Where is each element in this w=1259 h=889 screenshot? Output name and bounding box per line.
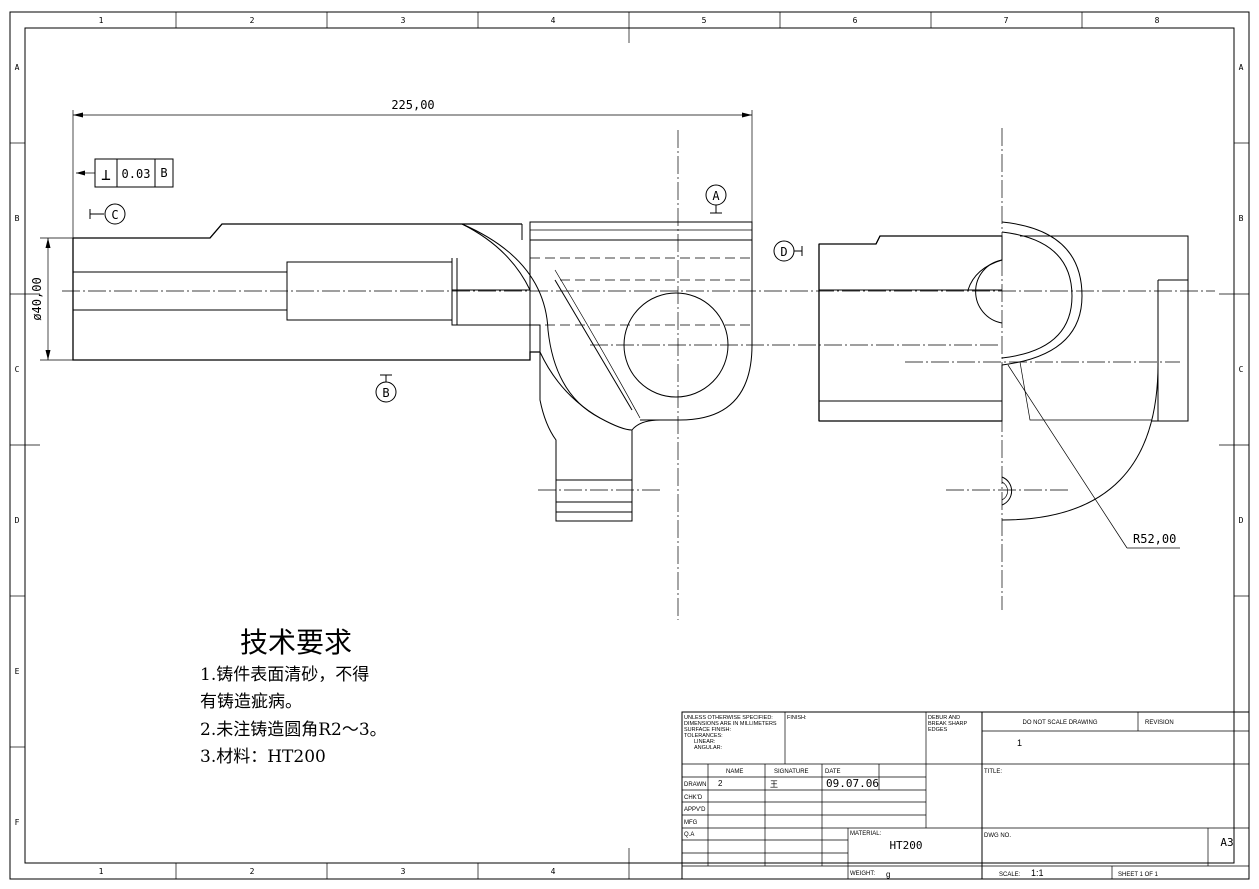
- datum-a-label: A: [712, 189, 720, 203]
- unless-line-3: SURFACE FINISH:: [684, 727, 732, 733]
- zone-col-4: 4: [551, 16, 556, 25]
- col-date: DATE: [825, 769, 841, 775]
- row-chkd: CHK'D: [684, 795, 703, 801]
- sheet-label: SHEET 1 OF 1: [1118, 872, 1159, 878]
- zone-row-a: A: [15, 63, 20, 72]
- finish-label: FINISH:: [787, 715, 807, 721]
- dimension-diameter: ø40,00: [30, 237, 73, 361]
- zone-col-3: 3: [401, 16, 406, 25]
- unless-line-5: LINEAR:: [694, 739, 716, 745]
- tech-req-line-1: 1.铸件表面清砂，不得: [200, 665, 369, 685]
- datum-c-label: C: [111, 208, 118, 222]
- zone-row-c: C: [15, 365, 20, 374]
- datum-b-label: B: [382, 386, 389, 400]
- sheet-border: [9, 11, 1250, 880]
- tech-req-line-2: 有铸造疵病。: [200, 692, 302, 712]
- drawn-signature: 王: [770, 780, 778, 789]
- sheet-size: A3: [1220, 836, 1233, 849]
- zone-row-b: B: [15, 214, 20, 223]
- datum-d-label: D: [780, 245, 787, 259]
- zone-labels-top: 1 2 3 4 5 6 7 8: [99, 16, 1160, 25]
- material-label: MATERIAL:: [850, 831, 882, 837]
- zone-row-d: D: [15, 516, 20, 525]
- perpendicularity-frame: ⊥ 0.03 B: [76, 158, 174, 188]
- zone-row-e: E: [15, 667, 20, 676]
- revision-value: 1: [1017, 738, 1022, 748]
- row-mfg: MFG: [684, 820, 698, 826]
- tolerance-datum: B: [160, 166, 167, 180]
- dim-r52: R52,00: [1133, 532, 1176, 546]
- dimension-overall-length: 225,00: [72, 98, 753, 238]
- zone-row-right-c: C: [1239, 365, 1244, 374]
- zone-col-bottom-4: 4: [551, 867, 556, 876]
- scale-value: 1:1: [1031, 868, 1044, 878]
- unless-line-4: TOLERANCES:: [684, 733, 723, 739]
- zone-col-5: 5: [702, 16, 707, 25]
- row-drawn: DRAWN: [684, 782, 706, 788]
- datum-d: D: [773, 240, 803, 262]
- drawn-name: 2: [718, 779, 723, 788]
- zone-labels-right: A B C D: [1239, 63, 1244, 525]
- zone-row-right-a: A: [1239, 63, 1244, 72]
- zone-row-right-b: B: [1239, 214, 1244, 223]
- unless-line-2: DIMENSIONS ARE IN MILLIMETERS: [684, 721, 777, 727]
- zone-labels-bottom: 1 2 3 4: [99, 867, 556, 876]
- col-signature: SIGNATURE: [774, 769, 809, 775]
- weight-label: WEIGHT:: [850, 871, 875, 877]
- weight-value: g: [886, 870, 890, 879]
- deburr-line-3: EDGES: [928, 727, 948, 733]
- unless-line-1: UNLESS OTHERWISE SPECIFIED:: [684, 715, 773, 721]
- deburr-line-2: BREAK SHARP: [928, 721, 967, 727]
- title-label: TITLE:: [984, 769, 1002, 775]
- zone-row-f: F: [15, 818, 20, 827]
- tech-req-line-3: 2.未注铸造圆角R2～3。: [200, 720, 387, 740]
- row-qa: Q.A: [684, 832, 694, 838]
- zone-col-bottom-3: 3: [401, 867, 406, 876]
- material-value: HT200: [889, 839, 922, 852]
- side-view: [818, 128, 1189, 610]
- tech-req-line-4: 3.材料：HT200: [200, 747, 326, 767]
- zone-col-7: 7: [1004, 16, 1009, 25]
- zone-col-8: 8: [1155, 16, 1160, 25]
- zone-col-1: 1: [99, 16, 104, 25]
- revision-label: REVISION: [1145, 720, 1174, 726]
- unless-line-6: ANGULAR:: [694, 745, 723, 751]
- deburr-line-1: DEBUR AND: [928, 715, 960, 721]
- zone-col-6: 6: [853, 16, 858, 25]
- section-view: [62, 130, 1215, 620]
- dim-diameter-40: ø40,00: [30, 277, 44, 320]
- tech-req-title: 技术要求: [240, 626, 352, 659]
- tolerance-value: 0.03: [122, 167, 151, 181]
- datum-a: A: [705, 184, 727, 214]
- zone-col-2: 2: [250, 16, 255, 25]
- datum-c: C: [89, 203, 126, 225]
- drawn-date: 09.07.06: [826, 777, 879, 790]
- dim-225: 225,00: [391, 98, 434, 112]
- title-block: UNLESS OTHERWISE SPECIFIED: DIMENSIONS A…: [681, 711, 1250, 880]
- zone-labels-left: A B C D E F: [15, 63, 20, 827]
- col-name: NAME: [726, 769, 743, 775]
- zone-row-right-d: D: [1239, 516, 1244, 525]
- zone-col-bottom-2: 2: [250, 867, 255, 876]
- zone-col-bottom-1: 1: [99, 867, 104, 876]
- perpendicular-symbol-icon: ⊥: [101, 165, 111, 184]
- technical-requirements: 技术要求 1.铸件表面清砂，不得 有铸造疵病。 2.未注铸造圆角R2～3。 3.…: [200, 626, 387, 767]
- datum-b: B: [375, 374, 397, 403]
- row-appvd: APPV'D: [684, 807, 706, 813]
- dwg-no-label: DWG NO.: [984, 833, 1011, 839]
- do-not-scale: DO NOT SCALE DRAWING: [1022, 720, 1097, 726]
- dimension-radius: R52,00: [1007, 364, 1180, 549]
- scale-label: SCALE:: [999, 872, 1021, 878]
